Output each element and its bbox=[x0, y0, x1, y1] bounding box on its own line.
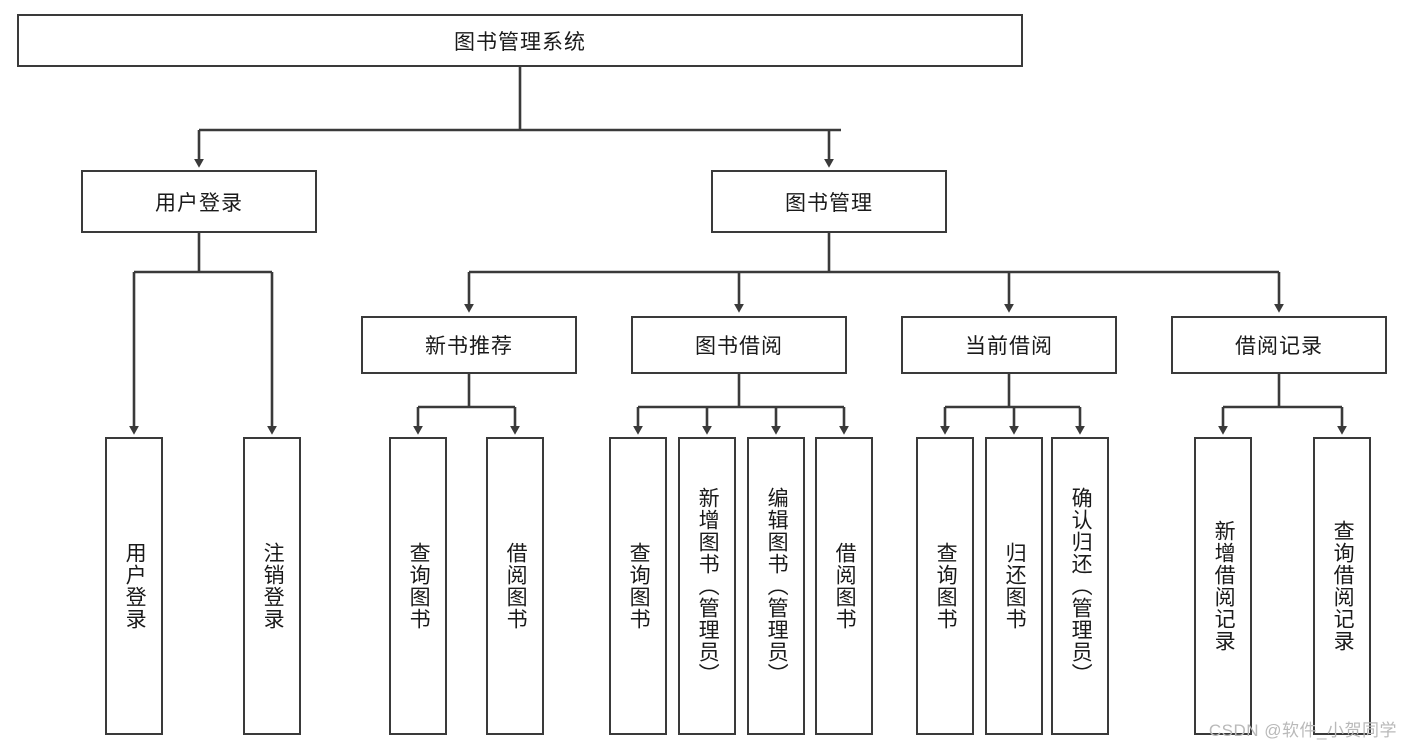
leaf-current-borrow-query-book[interactable]: 查询图书 bbox=[916, 437, 974, 735]
node-label: 查询图书 bbox=[407, 542, 431, 630]
leaf-book-borrow-add-book-admin[interactable]: 新增图书（管理员） bbox=[678, 437, 736, 735]
leaf-book-borrow-query-book[interactable]: 查询图书 bbox=[609, 437, 667, 735]
node-root-book-management-system[interactable]: 图书管理系统 bbox=[17, 14, 1023, 67]
node-label: 确认归还（管理员） bbox=[1069, 487, 1093, 685]
leaf-book-borrow-edit-book-admin[interactable]: 编辑图书（管理员） bbox=[747, 437, 805, 735]
node-label: 借阅图书 bbox=[504, 542, 528, 630]
node-label: 新增图书（管理员） bbox=[696, 487, 720, 685]
node-book-management[interactable]: 图书管理 bbox=[711, 170, 947, 233]
leaf-borrow-record-add-record[interactable]: 新增借阅记录 bbox=[1194, 437, 1252, 735]
node-label: 当前借阅 bbox=[965, 335, 1053, 358]
node-borrow-record[interactable]: 借阅记录 bbox=[1171, 316, 1387, 374]
leaf-new-book-query-book[interactable]: 查询图书 bbox=[389, 437, 447, 735]
leaf-current-borrow-confirm-return-admin[interactable]: 确认归还（管理员） bbox=[1051, 437, 1109, 735]
node-label: 查询图书 bbox=[627, 542, 651, 630]
node-book-borrow[interactable]: 图书借阅 bbox=[631, 316, 847, 374]
node-label: 编辑图书（管理员） bbox=[765, 487, 789, 685]
node-user-login[interactable]: 用户登录 bbox=[81, 170, 317, 233]
leaf-current-borrow-return-book[interactable]: 归还图书 bbox=[985, 437, 1043, 735]
node-label: 查询图书 bbox=[934, 542, 958, 630]
node-label: 图书管理系统 bbox=[454, 30, 586, 54]
leaf-user-login-logout[interactable]: 注销登录 bbox=[243, 437, 301, 735]
leaf-new-book-borrow-book[interactable]: 借阅图书 bbox=[486, 437, 544, 735]
node-label: 新书推荐 bbox=[425, 335, 513, 358]
node-label: 新增借阅记录 bbox=[1212, 520, 1236, 652]
node-current-borrow[interactable]: 当前借阅 bbox=[901, 316, 1117, 374]
node-label: 用户登录 bbox=[123, 542, 147, 630]
leaf-user-login-login[interactable]: 用户登录 bbox=[105, 437, 163, 735]
node-label: 用户登录 bbox=[155, 191, 243, 215]
node-label: 图书借阅 bbox=[695, 335, 783, 358]
node-label: 归还图书 bbox=[1003, 542, 1027, 630]
watermark: CSDN @软件_小贺同学 bbox=[1208, 721, 1397, 740]
node-label: 注销登录 bbox=[261, 542, 285, 630]
node-new-book-recommend[interactable]: 新书推荐 bbox=[361, 316, 577, 374]
node-label: 借阅记录 bbox=[1235, 335, 1323, 358]
leaf-book-borrow-borrow-book[interactable]: 借阅图书 bbox=[815, 437, 873, 735]
node-label: 查询借阅记录 bbox=[1331, 520, 1355, 652]
node-label: 图书管理 bbox=[785, 191, 873, 215]
node-label: 借阅图书 bbox=[833, 542, 857, 630]
leaf-borrow-record-query-record[interactable]: 查询借阅记录 bbox=[1313, 437, 1371, 735]
